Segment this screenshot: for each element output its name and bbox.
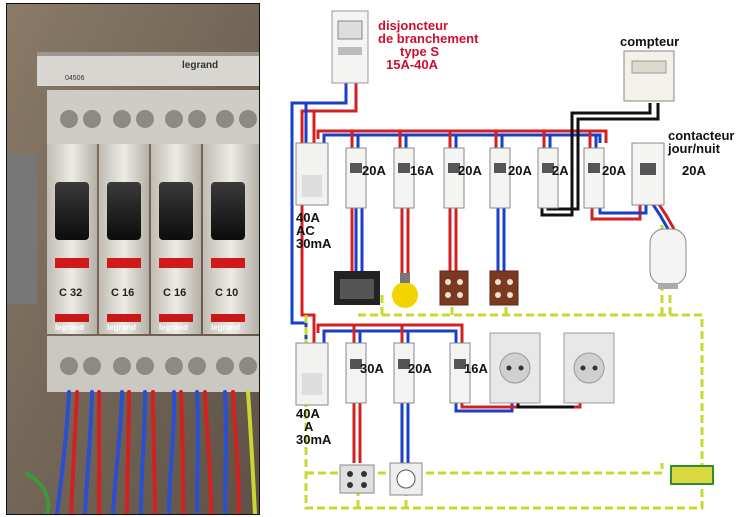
bottom-breaker-modules xyxy=(345,342,471,404)
phase-main-feed xyxy=(300,83,358,343)
rcd-top-label-line3: 30mA xyxy=(296,236,332,251)
phase-bus-top xyxy=(316,129,608,143)
main-breaker-device xyxy=(331,10,369,84)
light-bulb-icon xyxy=(392,273,418,308)
wire-bundle xyxy=(25,390,257,514)
washing-machine-outlet-icon xyxy=(389,462,423,496)
rcd-top-label-line2: AC xyxy=(296,223,315,238)
top-breaker-rating-3: 20A xyxy=(458,163,482,178)
top-breaker-rating-2: 16A xyxy=(410,163,434,178)
photo-breaker-rating-1: C 32 xyxy=(59,287,82,299)
rcd-bottom-label-line3: 30mA xyxy=(296,432,332,447)
bottom-breaker-rating-3: 16A xyxy=(464,361,488,376)
rcd-bottom-device xyxy=(295,342,329,406)
main-breaker-label-line3: type S xyxy=(400,44,440,59)
neutral-bus-bottom xyxy=(322,329,458,343)
bottom-breaker-rating-2: 20A xyxy=(408,361,432,376)
photo-part-number: 04506 xyxy=(65,75,85,82)
neutral-main-feed xyxy=(290,83,348,343)
water-heater-icon xyxy=(649,228,687,289)
photo-brand-3: legrand xyxy=(159,323,188,332)
cooktop-icon xyxy=(339,464,375,494)
main-breaker-label-line2: de branchement xyxy=(378,31,479,46)
terminal-row-top xyxy=(47,90,259,144)
contactor-label-line2: jour/nuit xyxy=(668,141,720,156)
main-breaker-label-line4: 15A-40A xyxy=(386,57,439,72)
rcd-bottom-label-line2: A xyxy=(304,419,314,434)
double-socket-icon-1 xyxy=(439,270,469,306)
meter-device xyxy=(623,50,675,102)
contactor-label-line1: contacteur xyxy=(668,128,735,143)
main-breaker-label-line1: disjoncteur xyxy=(378,18,449,33)
photo-breaker-rating-4: C 10 xyxy=(215,287,238,299)
terminal-row-bottom xyxy=(47,336,259,392)
neutral-bus-top xyxy=(322,133,602,143)
main-breaker-label: disjoncteur de branchement type S 15A-40… xyxy=(378,19,478,71)
top-breaker-rating-6: 20A xyxy=(602,163,626,178)
socket-outlet-icon-1 xyxy=(489,332,541,404)
rcd-bottom-label-line1: 40A xyxy=(296,406,320,421)
rcd-top-label-line1: 40A xyxy=(296,210,320,225)
socket-outlet-icon-2 xyxy=(563,332,615,404)
wiring-diagram-drawing xyxy=(290,10,714,510)
rcd-top-label: 40A AC 30mA xyxy=(296,211,331,250)
top-breaker-rating-7: 20A xyxy=(682,163,706,178)
meter-label: compteur xyxy=(620,34,680,49)
photo-brand-4: legrand xyxy=(211,323,240,332)
photo-brand-1: legrand xyxy=(55,323,84,332)
phase-bus-bottom xyxy=(316,323,464,343)
rcd-bottom-label: 40A A 30mA xyxy=(296,407,331,446)
top-breaker-rating-5: 2A xyxy=(552,163,569,178)
wiring-diagram: disjoncteur de branchement type S 15A-40… xyxy=(262,3,738,513)
photo-breaker-rating-2: C 16 xyxy=(111,287,134,299)
rcd-top-device xyxy=(295,142,329,206)
breaker-panel-photo: legrand 04506 C 32 C 16 C 16 C 10 legran… xyxy=(6,3,260,515)
din-rail-top xyxy=(37,52,259,86)
photo-breaker-rating-3: C 16 xyxy=(163,287,186,299)
contactor-label: contacteur jour/nuit xyxy=(668,129,734,155)
top-breaker-rating-1: 20A xyxy=(362,163,386,178)
breaker-levers xyxy=(55,182,245,322)
top-breaker-rating-4: 20A xyxy=(508,163,532,178)
breaker-panel-photo-drawing: legrand 04506 C 32 C 16 C 16 C 10 legran… xyxy=(7,4,259,514)
photo-brand-2: legrand xyxy=(107,323,136,332)
bottom-breaker-rating-1: 30A xyxy=(360,361,384,376)
photo-brand-top: legrand xyxy=(182,60,218,71)
earth-terminal-block-icon xyxy=(670,465,714,485)
oven-icon xyxy=(334,271,380,305)
double-socket-icon-2 xyxy=(489,270,519,306)
